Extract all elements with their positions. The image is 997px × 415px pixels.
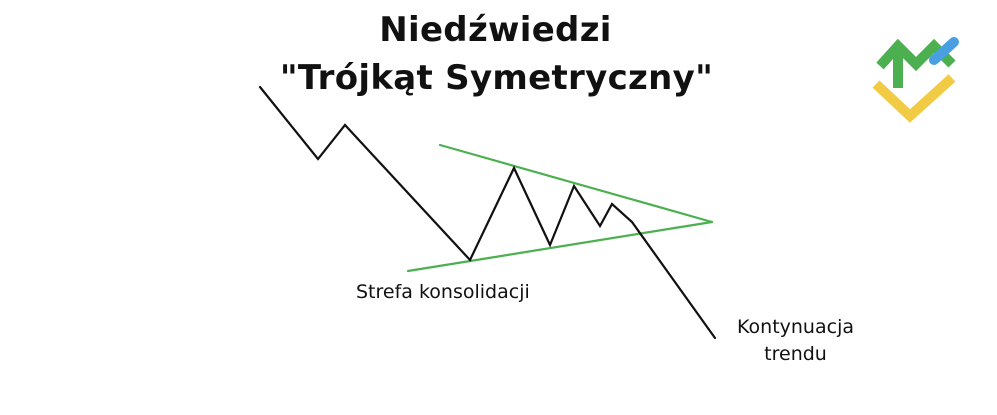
trend-continuation-line-2: trendu <box>764 343 827 365</box>
trend-continuation-line-1: Kontynuacja <box>737 316 854 338</box>
trend-continuation-label: Kontynuacja trendu <box>708 314 883 368</box>
logo-blue-accent <box>929 37 959 65</box>
brand-logo-icon <box>872 37 959 123</box>
title-line-1: Niedźwiedzi <box>379 10 612 50</box>
consolidation-zone-label: Strefa konsolidacji <box>356 281 530 303</box>
price-path <box>258 85 717 340</box>
lower-trendline <box>406 220 714 273</box>
title-line-2: "Trójkąt Symetryczny" <box>279 58 714 98</box>
figure-title: Niedźwiedzi "Trójkąt Symetryczny" <box>0 6 997 102</box>
logo-yellow-chevron <box>872 74 956 123</box>
upper-trendline <box>438 143 714 224</box>
